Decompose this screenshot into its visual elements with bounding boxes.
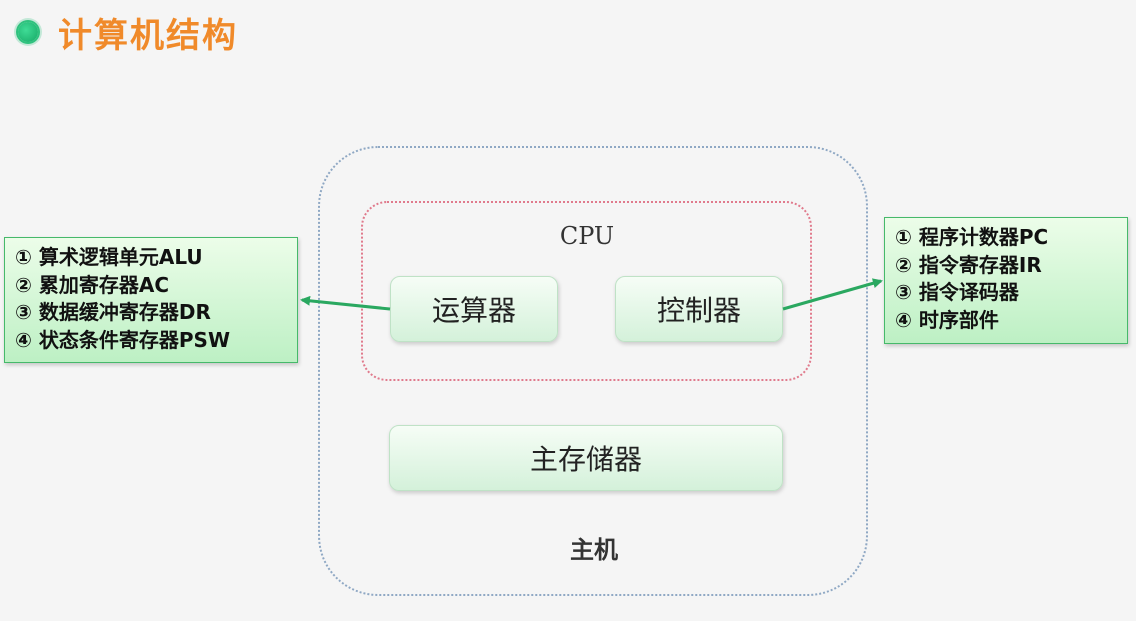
cpu-label: CPU xyxy=(559,222,615,250)
host-label: 主机 xyxy=(570,536,618,564)
bullet-icon xyxy=(18,22,38,42)
alu-component-item: ② 累加寄存器AC xyxy=(15,272,170,297)
host-container xyxy=(318,146,868,596)
cu-arrow xyxy=(782,278,883,311)
cu-component-item: ④ 时序部件 xyxy=(895,307,999,332)
title-bar: 计算机结构 xyxy=(14,10,238,56)
alu-component-item: ④ 状态条件寄存器PSW xyxy=(15,327,231,352)
alu-component-item: ① 算术逻辑单元ALU xyxy=(15,245,203,269)
alu-unit: 运算器 xyxy=(390,276,558,342)
main-memory-unit: 主存储器 xyxy=(389,425,783,491)
control-unit: 控制器 xyxy=(615,276,783,342)
alu-arrow xyxy=(300,295,391,311)
cu-component-item: ③ 指令译码器 xyxy=(895,280,1019,304)
cu-component-item: ② 指令寄存器IR xyxy=(895,252,1042,277)
cu-components-box: ① 程序计数器PC ② 指令寄存器IR ③ 指令译码器 ④ 时序部件 xyxy=(884,217,1128,344)
cpu-container xyxy=(361,201,812,381)
page-title: 计算机结构 xyxy=(58,15,238,56)
alu-components-box: ① 算术逻辑单元ALU ② 累加寄存器AC ③ 数据缓冲寄存器DR ④ 状态条件… xyxy=(4,237,298,363)
cu-component-item: ① 程序计数器PC xyxy=(895,225,1049,249)
alu-component-item: ③ 数据缓冲寄存器DR xyxy=(15,300,211,324)
